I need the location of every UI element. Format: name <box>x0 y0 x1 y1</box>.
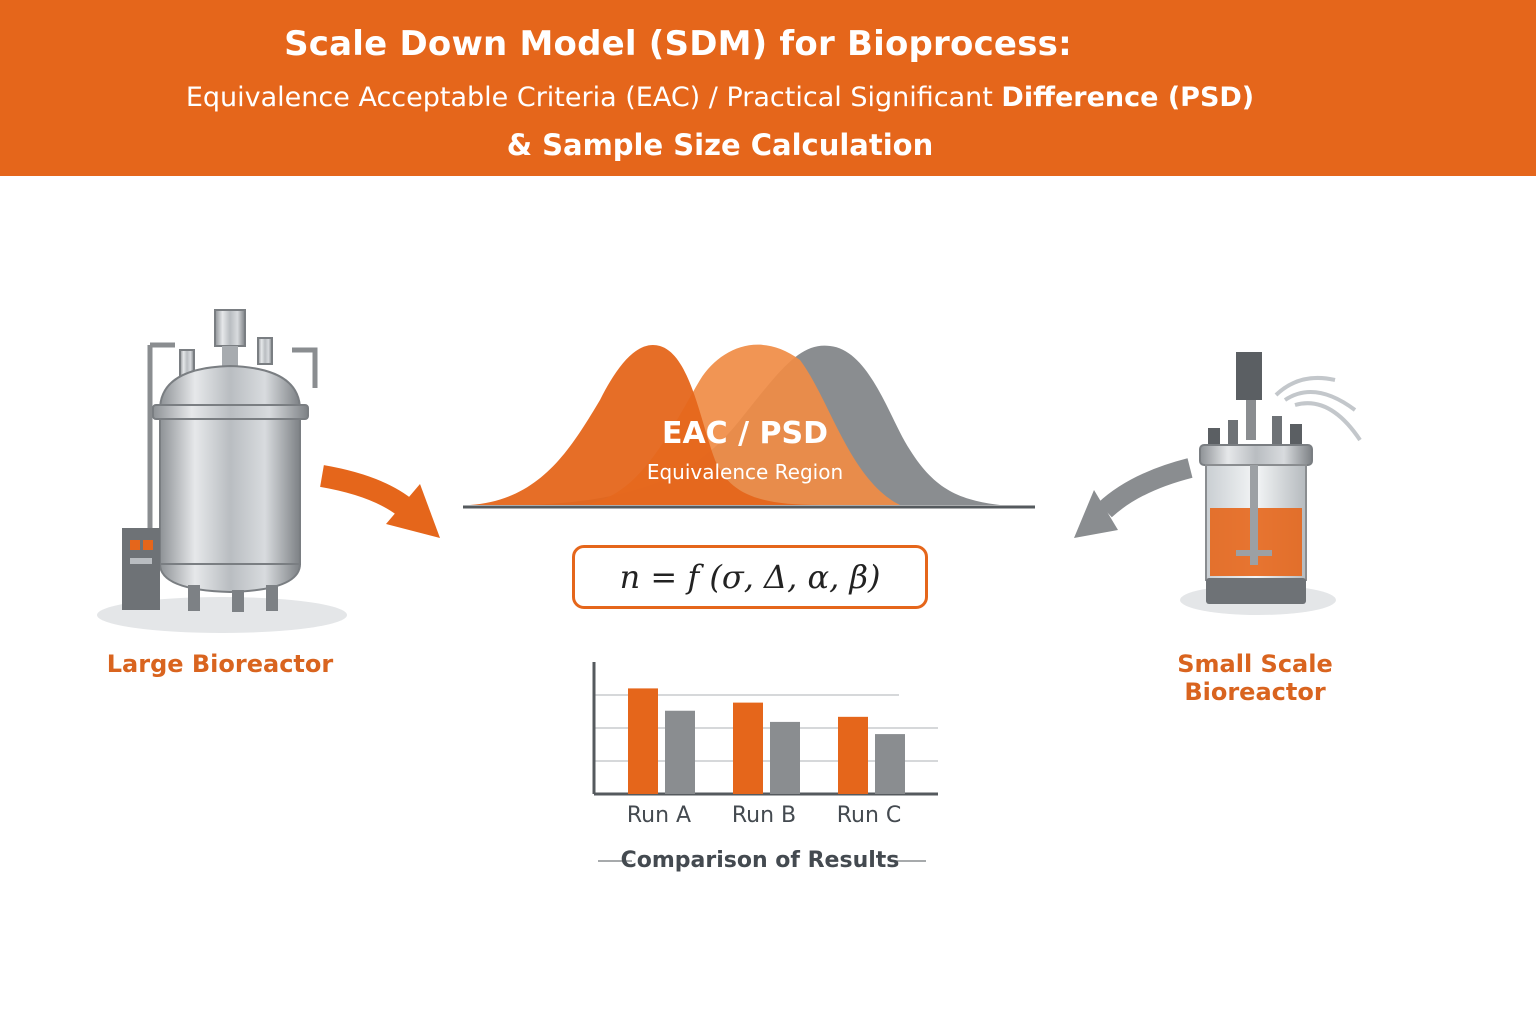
distribution-curves <box>463 344 1035 509</box>
header-title: Scale Down Model (SDM) for Bioprocess: <box>284 24 1072 64</box>
header-subtitle-a: Equivalence Acceptable Criteria (EAC) / … <box>185 82 1002 113</box>
header-subtitle-line2: & Sample Size Calculation <box>506 128 934 162</box>
bar-run-b-series-2 <box>770 721 800 794</box>
eac-psd-label: EAC / PSD <box>661 416 829 451</box>
bar-run-c-series-2 <box>875 734 905 794</box>
right-arrow-head <box>1074 490 1118 538</box>
right-arrow <box>1098 458 1193 518</box>
left-arrow <box>320 465 416 519</box>
bar-run-a-series-1 <box>628 688 658 794</box>
bar-run-a-series-2 <box>665 710 695 794</box>
bar-run-b-series-1 <box>733 702 763 794</box>
large-scale-distribution <box>470 344 820 505</box>
category-label-run-c: Run C <box>836 803 902 828</box>
header-banner: Scale Down Model (SDM) for Bioprocess: E… <box>0 0 1536 176</box>
large-bioreactor-icon <box>97 309 347 633</box>
sample-size-formula: n = f (σ, Δ, α, β) <box>572 545 928 609</box>
header-subtitle: Equivalence Acceptable Criteria (EAC) / … <box>0 82 1440 113</box>
header-subtitle-b: Difference (PSD) <box>1001 82 1255 113</box>
comparison-chart <box>592 662 938 862</box>
chart-title-text: Comparison of Results <box>620 848 900 873</box>
small-bioreactor-label: Small Scale Bioreactor <box>1177 650 1333 706</box>
category-label-run-b: Run B <box>731 803 797 828</box>
large-bioreactor-label: Large Bioreactor <box>106 650 334 678</box>
left-arrow-head <box>386 484 440 538</box>
small-bioreactor-icon <box>1180 352 1362 615</box>
equivalence-region-label: Equivalence Region <box>646 460 844 484</box>
bar-run-c-series-1 <box>838 716 868 794</box>
category-label-run-a: Run A <box>626 803 692 828</box>
chart-title: Comparison of Results <box>600 848 920 873</box>
